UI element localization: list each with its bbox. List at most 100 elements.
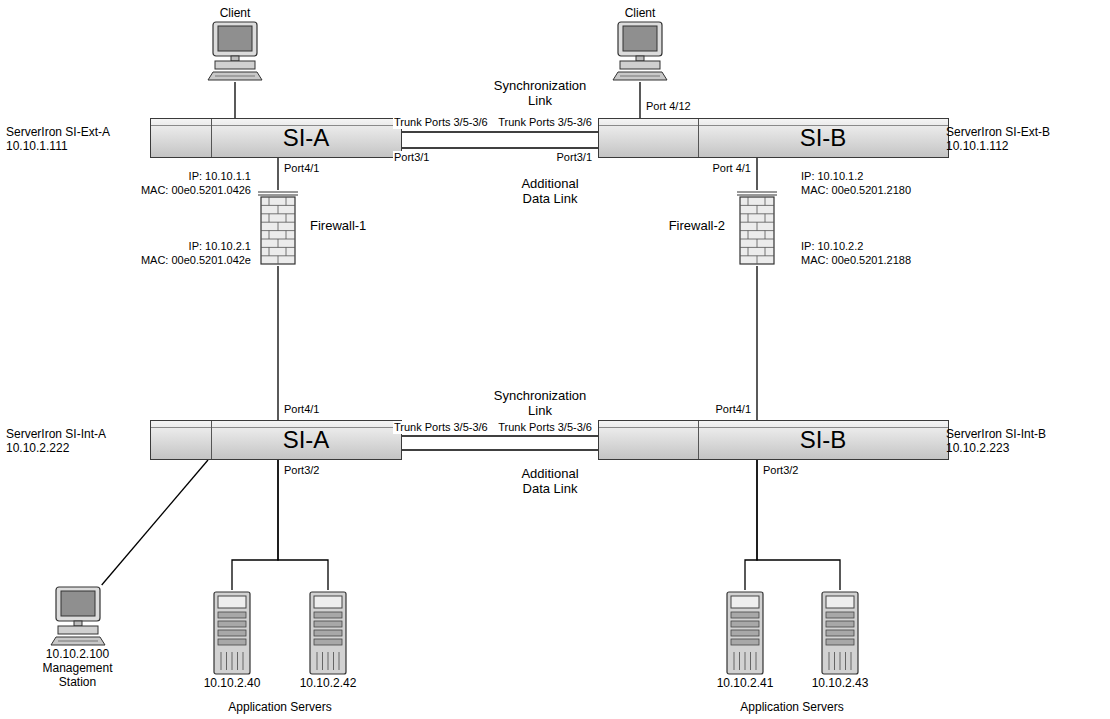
port-label: Port3/2 (762, 464, 799, 477)
chassis-divider (698, 421, 699, 459)
port-label: Port 4/12 (645, 100, 692, 113)
application-server: 10.10.2.42 (290, 590, 366, 690)
cpu-box (58, 626, 98, 634)
chassis-stripe (151, 125, 401, 126)
vent-line (829, 652, 830, 670)
network-link (277, 266, 278, 420)
link-label: Synchronization Link (485, 78, 595, 108)
switch-label: SI-B (698, 421, 948, 459)
switch-name: ServerIron SI-Ext-B 10.10.1.112 (946, 125, 1096, 153)
firewall-name: Firewall-1 (310, 218, 366, 233)
brick-joint (286, 214, 287, 222)
address-label: MAC: 00e0.5201.0426 (140, 184, 252, 197)
vent-line (243, 652, 244, 670)
server-address: 10.10.2.40 (194, 676, 270, 690)
network-link (402, 131, 598, 132)
group-label: Application Servers (739, 700, 844, 714)
port-label: Port4/1 (283, 162, 320, 175)
brick-joint (278, 239, 279, 247)
drive-bay (314, 630, 342, 636)
vent-line (328, 652, 329, 670)
keyboard (613, 72, 667, 80)
monitor-case (213, 22, 257, 56)
brick-joint (757, 239, 758, 247)
firewall: Firewall-1 (258, 190, 298, 266)
network-link (402, 147, 598, 148)
chassis-divider (211, 119, 212, 157)
brick-joint (278, 222, 279, 230)
vent-line (840, 652, 841, 670)
drive-bay (314, 639, 342, 645)
switch-chassis: ServerIron SI-Int-B 10.10.2.223SI-B (598, 420, 949, 460)
monitor-screen (623, 26, 657, 51)
port-label: Port3/1 (556, 151, 593, 164)
drive-bay (826, 630, 854, 636)
server-icon (723, 590, 767, 676)
brick-joint (748, 197, 749, 205)
brick-joint (765, 197, 766, 205)
address-label: IP: 10.10.1.1 (188, 170, 252, 183)
network-link (745, 460, 757, 590)
brick-joint (269, 197, 270, 205)
keyboard-keys (215, 76, 255, 77)
monitor-screen (218, 26, 252, 51)
brick-joint (286, 247, 287, 255)
server-address: 10.10.2.42 (290, 676, 366, 690)
network-link (756, 158, 757, 190)
brick-line (740, 213, 774, 214)
vent-line (237, 652, 238, 670)
link-label: Additional Data Link (510, 466, 590, 496)
brick-joint (278, 205, 279, 213)
server-case (822, 592, 858, 674)
vent-line (734, 652, 735, 670)
keyboard-keys (620, 76, 660, 77)
vent-line (221, 652, 222, 670)
vent-line (322, 652, 323, 670)
chassis-stripe (151, 427, 401, 428)
chassis-divider (698, 119, 699, 157)
port-label: Trunk Ports 3/5-3/6 (497, 116, 593, 129)
firewall-top (737, 195, 777, 196)
address-label: IP: 10.10.2.2 (800, 240, 864, 253)
computer-icon (610, 20, 670, 82)
station-address: 10.10.2.100 (27, 647, 128, 661)
brick-joint (278, 256, 279, 264)
firewall-icon (258, 190, 298, 266)
computer-icon (48, 585, 108, 647)
drive-bay (314, 612, 342, 618)
network-link (278, 460, 328, 590)
client-computer: Client (607, 6, 673, 82)
station-name: Management Station (27, 661, 128, 689)
port-label: Port 4/1 (711, 162, 752, 175)
switch-chassis: ServerIron SI-Int-A 10.10.2.222SI-A (150, 420, 402, 460)
vent-line (232, 652, 233, 670)
link-label: Synchronization Link (485, 388, 595, 418)
vent-line (745, 652, 746, 670)
network-link (102, 460, 208, 585)
server-icon (210, 590, 254, 676)
network-link (639, 82, 640, 118)
brick-joint (269, 214, 270, 222)
network-link (232, 460, 278, 590)
server-icon (818, 590, 862, 676)
switch-name: ServerIron SI-Int-B 10.10.2.223 (946, 427, 1096, 455)
brick-line (740, 230, 774, 231)
firewall-wall (740, 197, 774, 264)
server-panel (826, 596, 854, 608)
cpu-box (620, 61, 660, 69)
server-address: 10.10.2.41 (707, 676, 783, 690)
application-server: 10.10.2.41 (707, 590, 783, 690)
firewall-top (737, 192, 777, 193)
drive-bay (314, 621, 342, 627)
server-panel (314, 596, 342, 608)
network-link (402, 449, 598, 450)
vent-line (226, 652, 227, 670)
drive-bay (731, 639, 759, 645)
server-address: 10.10.2.43 (802, 676, 878, 690)
link-label: Additional Data Link (510, 176, 590, 206)
drive-bay (218, 630, 246, 636)
port-label: Port4/1 (715, 403, 752, 416)
brick-joint (748, 231, 749, 239)
drive-bay (826, 621, 854, 627)
brick-line (261, 230, 295, 231)
